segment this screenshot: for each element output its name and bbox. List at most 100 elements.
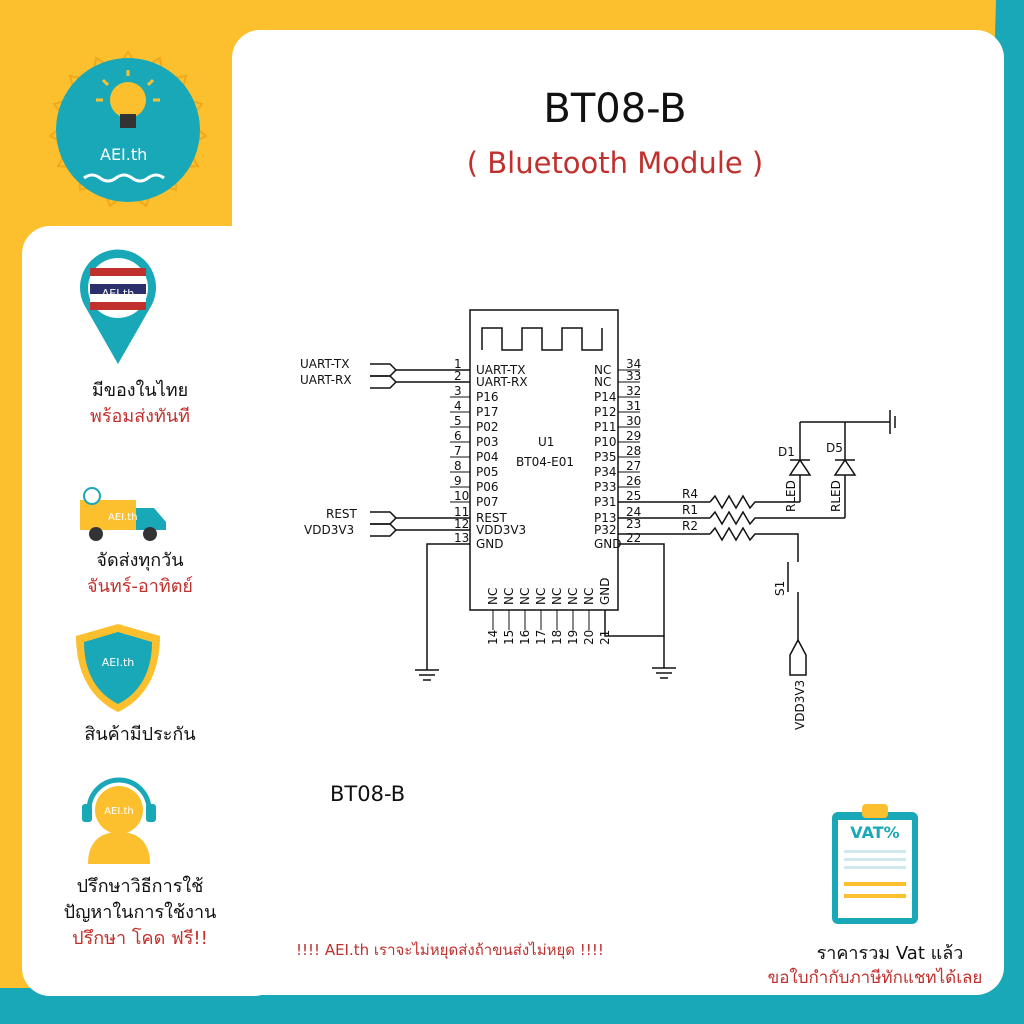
pin-number-left: 7	[454, 444, 462, 458]
pin-number-bottom: 16	[518, 630, 532, 645]
pin-name-left: UART-TX	[476, 363, 525, 377]
support-headset-icon: AEI.th	[82, 777, 156, 864]
pin-number-right: 32	[626, 384, 641, 398]
resistor-r4-label: R4	[682, 487, 698, 501]
resistor-r1-label: R1	[682, 503, 698, 517]
pin-name-right: P14	[594, 390, 617, 404]
pin-number-bottom: 20	[582, 630, 596, 645]
feature-warranty-line1: สินค้ามีประกัน	[84, 724, 196, 745]
footer-note: !!!! AEI.th เราจะไม่หยุดส่งถ้าขนส่งไม่หย…	[296, 941, 604, 959]
pin-name-left: P07	[476, 495, 499, 509]
pin-number-left: 10	[454, 489, 469, 503]
feature-support-line1b: ปัญหาในการใช้งาน	[63, 902, 217, 923]
pin-number-left: 11	[454, 505, 469, 519]
pin-number-bottom: 21	[598, 630, 612, 645]
pin-name-right: P10	[594, 435, 617, 449]
pin-name-left: P04	[476, 450, 499, 464]
chip-ref: U1	[538, 435, 554, 449]
pin-number-right: 23	[626, 517, 641, 531]
pin-name-right: P13	[594, 511, 617, 525]
pin-number-right: 22	[626, 531, 641, 545]
rled1-label: RLED	[784, 480, 798, 512]
pin-name-right: NC	[594, 375, 611, 389]
pin-name-right: P35	[594, 450, 617, 464]
logo-text: AEI.th	[100, 145, 148, 164]
pin-name-right: P12	[594, 405, 617, 419]
brand-logo	[48, 50, 208, 208]
feature-stock-line2: พร้อมส่งทันที	[89, 406, 191, 427]
pin-name-right: NC	[594, 363, 611, 377]
pin-number-left: 6	[454, 429, 462, 443]
pin-name-left: P05	[476, 465, 499, 479]
pin-name-right: P33	[594, 480, 617, 494]
feature-panel	[22, 226, 282, 996]
pin-number-left: 1	[454, 357, 462, 371]
pin-number-left: 5	[454, 414, 462, 428]
pin-number-left: 2	[454, 369, 462, 383]
pin-number-left: 4	[454, 399, 462, 413]
led-d1-label: D1	[778, 445, 795, 459]
net-rest: REST	[326, 507, 358, 521]
pin-name-left: P03	[476, 435, 499, 449]
chip-name: BT04-E01	[516, 455, 574, 469]
pin-number-bottom: 15	[502, 630, 516, 645]
pin-name-left: UART-RX	[476, 375, 528, 389]
led-d5-label: D5	[826, 441, 843, 455]
resistor-r2-label: R2	[682, 519, 698, 533]
pin-name-bottom: NC	[550, 588, 564, 605]
pin-name-bottom: NC	[582, 588, 596, 605]
pin-number-left: 13	[454, 531, 469, 545]
pin-number-right: 25	[626, 489, 641, 503]
pin-number-right: 30	[626, 414, 641, 428]
feature-support-line2: ปรึกษา โคด ฟรี!!	[72, 928, 208, 949]
feature-delivery-line2: จันทร์-อาทิตย์	[87, 576, 193, 597]
feature-warranty: สินค้ามีประกัน	[30, 722, 250, 748]
shield-icon-text: AEI.th	[102, 656, 135, 669]
product-caption: BT08-B	[330, 782, 406, 806]
pin-name-left: VDD3V3	[476, 523, 526, 537]
pin-name-left: REST	[476, 511, 508, 525]
headset-icon-text: AEI.th	[104, 806, 134, 817]
pin-name-right: P31	[594, 495, 617, 509]
pin-number-left: 9	[454, 474, 462, 488]
shield-icon: AEI.th	[76, 624, 160, 712]
pin-number-right: 34	[626, 357, 641, 371]
pin-number-left: 3	[454, 384, 462, 398]
pin-number-right: 24	[626, 505, 641, 519]
pin-number-right: 29	[626, 429, 641, 443]
net-vdd3v3-bottom: VDD3V3	[793, 680, 807, 730]
pin-number-bottom: 14	[486, 630, 500, 645]
pin-name-bottom: NC	[566, 588, 580, 605]
rled2-label: RLED	[829, 480, 843, 512]
pin-name-left: P06	[476, 480, 499, 494]
feature-delivery: จัดส่งทุกวัน จันทร์-อาทิตย์	[30, 548, 250, 600]
pin-number-bottom: 19	[566, 630, 580, 645]
vat-included-text: ราคารวม Vat แล้ว	[816, 943, 964, 964]
map-pin-flag-icon: AEI.th	[80, 249, 156, 364]
feature-support: ปรึกษาวิธีการใช้ ปัญหาในการใช้งาน ปรึกษา…	[30, 874, 250, 952]
pin-number-bottom: 17	[534, 630, 548, 645]
pin-name-bottom: GND	[598, 577, 612, 605]
vat-badge: VAT%	[850, 823, 899, 842]
feature-stock: มีของในไทย พร้อมส่งทันที	[30, 378, 250, 430]
pin-name-right: P32	[594, 523, 617, 537]
truck-icon-text: AEI.th	[108, 512, 138, 523]
net-uart-tx: UART-TX	[300, 357, 349, 371]
pin-icon-text: AEI.th	[102, 287, 135, 300]
feature-stock-line1: มีของในไทย	[91, 380, 189, 401]
pin-number-right: 28	[626, 444, 641, 458]
page-title: BT08-B	[543, 86, 687, 132]
pin-name-right: P34	[594, 465, 617, 479]
vat-clipboard-icon: VAT%	[832, 804, 918, 924]
pin-name-left: GND	[476, 537, 504, 551]
pin-name-left: P17	[476, 405, 499, 419]
pin-name-bottom: NC	[502, 588, 516, 605]
page-subtitle: ( Bluetooth Module )	[466, 146, 764, 180]
pin-name-bottom: NC	[486, 588, 500, 605]
delivery-truck-icon: AEI.th	[80, 487, 166, 541]
pin-name-right: GND	[594, 537, 622, 551]
feature-support-line1: ปรึกษาวิธีการใช้	[76, 876, 204, 897]
net-vdd3v3: VDD3V3	[304, 523, 354, 537]
pin-number-right: 31	[626, 399, 641, 413]
